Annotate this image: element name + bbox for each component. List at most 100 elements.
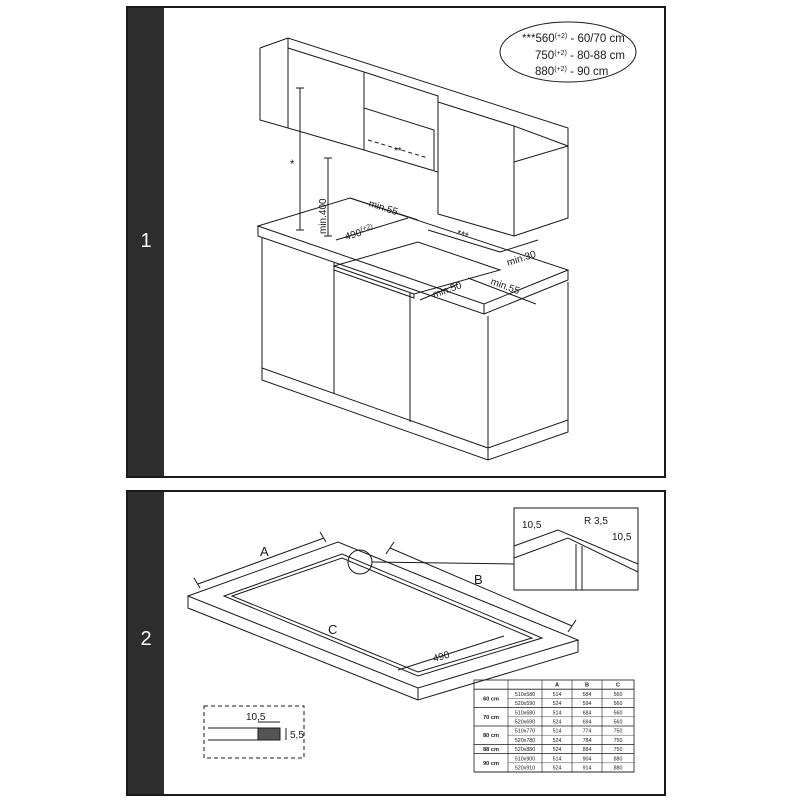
table-cell: 524 [553,720,562,726]
dim-min30-line [499,239,539,253]
dim-490-line [335,217,409,241]
step-sidebar-2: 2 [128,492,164,794]
table-header-cell: C [616,683,620,689]
step-sidebar-1: 1 [128,8,164,476]
hob-cutout [332,241,502,295]
table-cell: 514 [553,692,562,698]
countertop-edge [257,226,569,315]
table-cell: 594 [583,701,592,707]
installation-panel-2: 2 [126,490,666,796]
dim-min400-ticks [324,157,332,237]
table-cell: 524 [553,701,562,707]
step-number-1: 1 [140,230,152,252]
installation-panel-1: 1 [126,6,666,478]
dim-min55-top-label: min.55 [367,198,399,218]
hood-dashed [367,139,429,159]
table-cell: 560 [614,720,623,726]
table-cell: 514 [553,756,562,762]
table-cell: 750 [614,738,623,744]
section-box [203,705,305,759]
section-h-label: 5,5 [290,730,304,741]
dim-triple-star-label: *** [455,228,470,242]
dim-triple-star-line [427,229,501,253]
section-hatch [257,727,281,741]
table-cell: 750 [614,747,623,753]
detail-edge-1 [513,529,639,565]
dim-min55-right-label: min.55 [489,276,521,297]
table-cell: 694 [583,720,592,726]
dim-min50-line [419,283,459,301]
section-profile [208,727,259,741]
dim-B-line [389,547,573,627]
table-cell: 510x680 [515,710,535,716]
lower-cabinet-front [261,238,489,449]
dim-A-line [197,537,325,585]
table-cell: 584 [583,692,592,698]
hob-cutout-depth [333,266,415,299]
detail-d1-label: 10,5 [522,520,542,531]
table-cell: 520x590 [515,701,535,707]
table-header-cell: A [555,683,559,689]
table-cell: 520x780 [515,738,535,744]
table-cell: 880 [614,766,623,772]
upper-cabinet-outline [287,38,439,173]
label-490: 490 [432,650,451,665]
dim-490-label: 490(+2) [344,223,376,243]
table-cell: 684 [583,710,592,716]
table-cell: 520x910 [515,766,535,772]
step-number-2: 2 [140,628,152,650]
table-cell: 784 [583,738,592,744]
dim-B-ticks [385,541,577,633]
table-cell: 520x690 [515,720,535,726]
note-line-1: ***560(+2) - 60/70 cm [522,33,625,45]
table-cell: 510x580 [515,692,535,698]
table-cell: 524 [553,766,562,772]
table-cell: 880 [614,756,623,762]
table-cell: 904 [583,756,592,762]
table-cell: 520x880 [515,747,535,753]
table-cell: 560 [614,701,623,707]
table-size-cell: 80 cm [483,733,499,739]
note-ellipse [499,21,637,83]
hood-box [363,71,439,172]
dim-A-ticks [193,531,327,589]
dim-min55-top-line [349,197,419,221]
table-cell: 560 [614,692,623,698]
countertop-top [256,197,570,305]
lower-cabinet-side [487,282,569,449]
upper-right-door [437,101,515,237]
plinth [261,368,569,461]
kitchen-installation-drawing: ***560(+2) - 60/70 cm 750(+2) - 80-88 cm… [256,21,637,461]
upper-left-door [287,47,365,150]
frame-edge [187,596,579,701]
table-header-cell: B [585,683,589,689]
note-line-3: 880(+2) - 90 cm [535,66,608,78]
table-cell: 514 [553,729,562,735]
table-cell: 524 [553,738,562,744]
table-cell: 884 [583,747,592,753]
table-cell: 510x900 [515,756,535,762]
detail-wall [575,544,583,590]
label-B: B [474,572,483,587]
table-size-cell: 88 cm [483,747,499,753]
table-cell: 914 [583,766,592,772]
detail-d2-label: 10,5 [612,532,632,543]
table-size-cell: 60 cm [483,696,499,702]
table-cell: 750 [614,729,623,735]
label-A: A [260,544,269,559]
section-w-label: 10,5 [246,712,266,723]
hood-recess [363,107,435,170]
dim-star-ticks [296,87,304,231]
dimensions-table: A B C 60 cm 510x580 514 584 560 520x590 524 594 560… [473,679,635,773]
table-cell: 774 [583,729,592,735]
table-cell: 560 [614,710,623,716]
detail-leader [371,561,515,565]
dim-star-label: * [290,159,295,171]
upper-right-side [513,125,569,237]
table-cell: 524 [553,747,562,753]
dim-min30-label: min.30 [506,249,538,269]
frame-inner-step [230,557,534,673]
dim-min50-label: min.50 [431,280,463,301]
dim-min400-label: min.400 [318,198,329,234]
